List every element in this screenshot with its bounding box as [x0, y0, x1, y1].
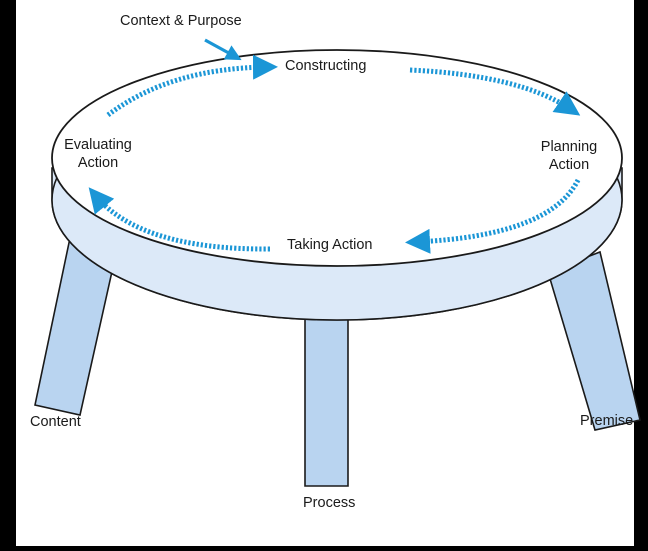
taking-action-label: Taking Action	[287, 237, 373, 253]
planning-line1: Planning	[540, 139, 598, 155]
premise-leg-label: Premise	[580, 413, 634, 429]
content-leg-label: Content	[30, 414, 81, 430]
planning-action-label: Planning Action	[541, 138, 597, 174]
arrow-taking-to-evaluating	[88, 187, 271, 252]
process-leg-label: Process	[303, 495, 356, 511]
evaluating-line2: Action	[77, 155, 119, 172]
evaluating-action-label: Evaluating Action	[64, 136, 132, 172]
leg-process	[304, 314, 349, 487]
planning-line2: Action	[548, 157, 590, 174]
tabletop	[51, 49, 623, 267]
constructing-label: Constructing	[285, 58, 367, 74]
frame-right	[634, 0, 648, 546]
arrow-planning-to-taking	[405, 178, 581, 254]
evaluating-line1: Evaluating	[64, 137, 132, 153]
arrow-evaluating-to-constructing	[106, 54, 278, 117]
leg-premise	[547, 250, 641, 431]
context-purpose-label: Context & Purpose	[120, 13, 242, 29]
context-arrow	[204, 38, 242, 61]
frame-left	[0, 0, 16, 546]
arrow-constructing-to-planning	[409, 67, 581, 116]
